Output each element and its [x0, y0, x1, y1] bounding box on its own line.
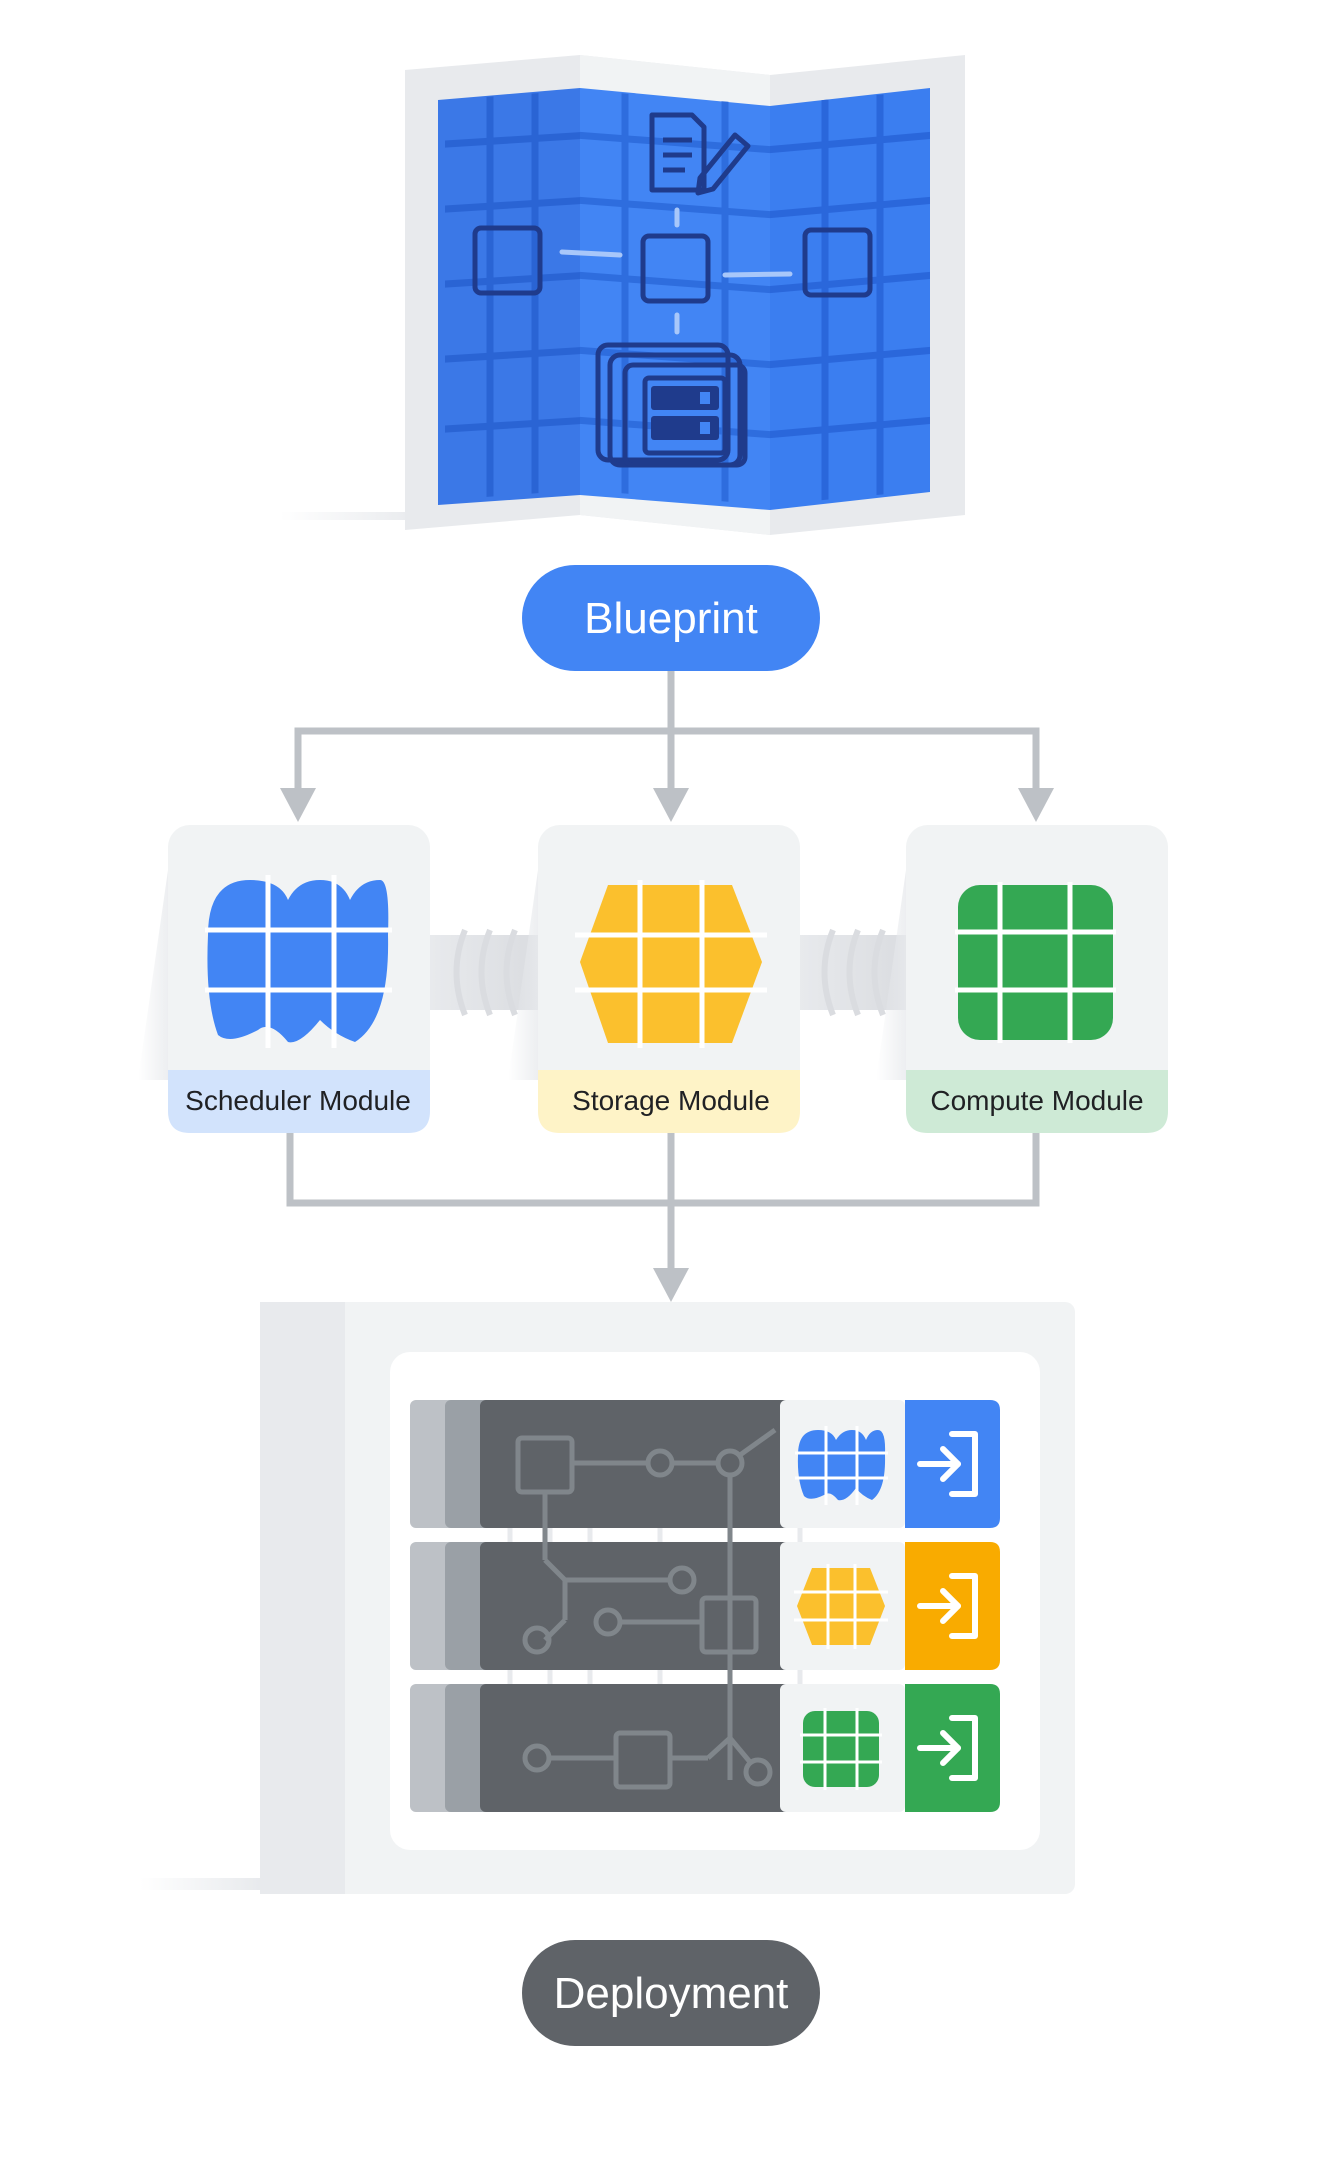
- fanout-arrowheads: [280, 788, 1054, 822]
- rack-scheduler-icon: [795, 1426, 888, 1505]
- arrow-into-bracket-icon: [917, 1715, 978, 1781]
- storage-module-label: Storage Module: [572, 1085, 770, 1116]
- scheduler-module-card: Scheduler Module: [138, 825, 430, 1133]
- scheduler-cluster-icon: [205, 875, 392, 1048]
- blueprint-map-icon: [280, 55, 965, 535]
- blueprint-fanout-connector: [294, 671, 1040, 790]
- compute-module-label: Compute Module: [930, 1085, 1143, 1116]
- compute-grid-icon: [955, 882, 1116, 1043]
- compute-module-card: Compute Module: [876, 825, 1168, 1133]
- fanin-arrowhead: [653, 1268, 689, 1302]
- rack-compute-icon: [800, 1708, 882, 1790]
- circuit-traces: [515, 1427, 777, 1790]
- arrow-into-bracket-icon: [917, 1431, 978, 1497]
- deployment-box: [140, 1302, 1075, 1894]
- blueprint-pill: Blueprint: [522, 565, 820, 671]
- deployment-label: Deployment: [554, 1969, 789, 2018]
- rack-storage-icon: [794, 1564, 888, 1649]
- storage-module-card: Storage Module: [508, 825, 800, 1133]
- scheduler-module-label: Scheduler Module: [185, 1085, 411, 1116]
- storage-hexagon-icon: [575, 880, 767, 1048]
- deployment-rack: [410, 1400, 1000, 1812]
- blueprint-label: Blueprint: [584, 594, 758, 643]
- arrow-into-bracket-icon: [917, 1573, 978, 1639]
- deployment-pill: Deployment: [522, 1940, 820, 2046]
- modules-fanin-connector: [286, 1133, 1040, 1270]
